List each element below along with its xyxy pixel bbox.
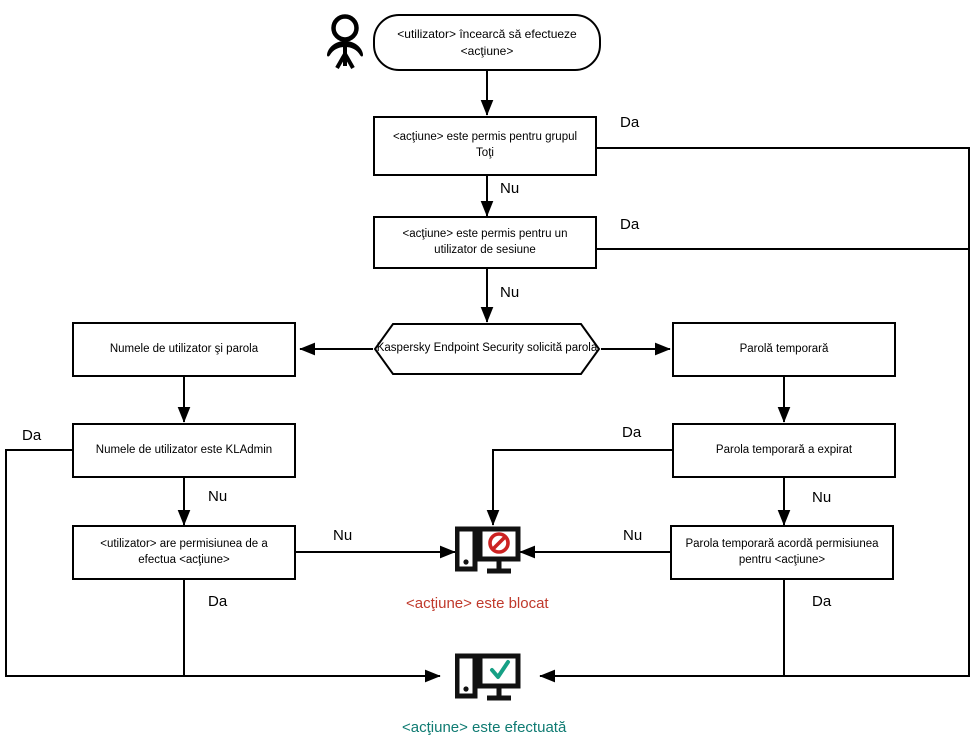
node-user-has-permission-label: <utilizator> are permisiunea de a efectu… [100,537,268,566]
edge-label-no-expired: Nu [812,489,832,506]
node-kes-requests-password[interactable]: Kaspersky Endpoint Security solicită par… [373,322,601,376]
edge-label-no-session: Nu [500,284,520,301]
edge-label-no-everyone: Nu [500,180,520,197]
node-temp-password-grants-label: Parola temporară acordă permisiunea pent… [685,537,879,566]
node-allowed-session-user[interactable]: <acţiune> este permis pentru un utilizat… [373,216,597,269]
edge-label-yes-grants: Da [812,593,832,610]
node-allowed-everyone-label: <acţiune> este permis pentru grupul Toţi [392,131,578,159]
node-temp-password-grants[interactable]: Parola temporară acordă permisiunea pent… [670,525,894,580]
node-start-label: <utilizator> încearcă să efectueze <acţi… [397,27,577,58]
node-start[interactable]: <utilizator> încearcă să efectueze <acţi… [373,14,601,71]
node-temp-password-expired-label: Parola temporară a expirat [715,443,853,456]
node-username-password-label: Numele de utilizator şi parola [109,342,259,355]
node-username-is-kladmin[interactable]: Numele de utilizator este KLAdmin [72,423,296,478]
edge-label-no-grants: Nu [623,527,643,544]
edge-label-no-permission: Nu [333,527,353,544]
node-temporary-password-label: Parolă temporară [739,342,829,355]
caption-action-blocked: <acţiune> este blocat [406,595,549,612]
user-person-icon [322,14,368,75]
edge-label-yes-permission: Da [208,593,228,610]
computer-allowed-icon [454,652,521,709]
node-temporary-password[interactable]: Parolă temporară [672,322,896,377]
node-username-is-kladmin-label: Numele de utilizator este KLAdmin [95,443,273,456]
edge-label-yes-session: Da [620,216,640,233]
edge-label-yes-kladmin: Da [22,427,42,444]
edge-label-no-kladmin: Nu [208,488,228,505]
node-temp-password-expired[interactable]: Parola temporară a expirat [672,423,896,478]
computer-blocked-icon [454,525,521,582]
edge-label-yes-expired: Da [622,424,642,441]
caption-action-performed: <acţiune> este efectuată [402,719,567,736]
node-username-password[interactable]: Numele de utilizator şi parola [72,322,296,377]
node-allowed-everyone[interactable]: <acţiune> este permis pentru grupul Toţi [373,116,597,176]
node-kes-requests-password-label: Kaspersky Endpoint Security solicită par… [376,342,598,355]
node-user-has-permission[interactable]: <utilizator> are permisiunea de a efectu… [72,525,296,580]
node-allowed-session-user-label: <acţiune> este permis pentru un utilizat… [402,227,568,256]
edge-label-yes-everyone: Da [620,114,640,131]
